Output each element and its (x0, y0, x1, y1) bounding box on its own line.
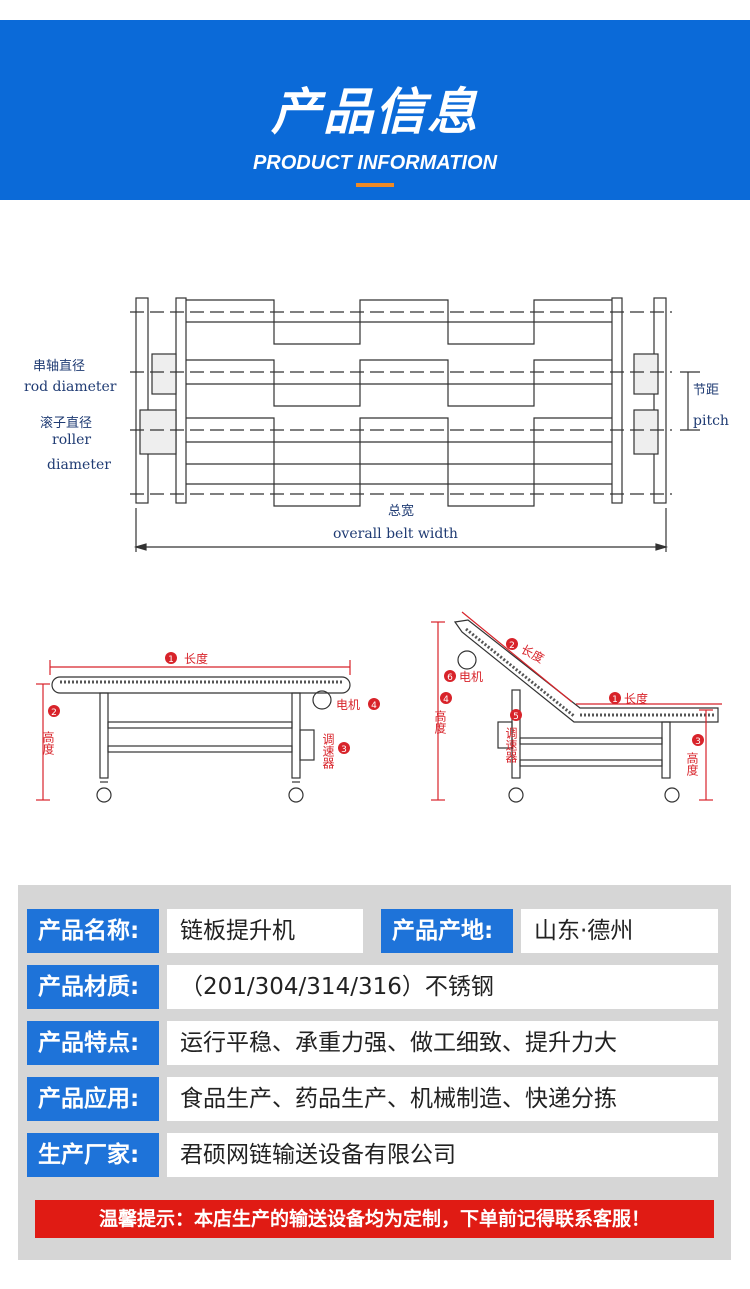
page-title: 产品信息 (271, 83, 479, 141)
product-info-panel: 产品名称: 链板提升机 产品产地: 山东·德州 产品材质: （201/304/3… (18, 885, 731, 1260)
header-banner: 产品信息 PRODUCT INFORMATION (0, 20, 750, 200)
width-en: overall belt width (333, 526, 458, 542)
feature-value: 运行平稳、承重力强、做工细致、提升力大 (167, 1021, 718, 1065)
roller-cn: 滚子直径 (40, 415, 92, 431)
name-label: 产品名称: (27, 909, 159, 953)
width-cn: 总宽 (388, 503, 414, 519)
left-length: 长度 (184, 651, 208, 666)
pitch-cn: 节距 (693, 383, 719, 398)
flat-conveyor-diagram (51, 676, 351, 803)
maker-label: 生产厂家: (27, 1133, 159, 1177)
application-label: 产品应用: (27, 1077, 159, 1121)
info-row-maker: 生产厂家: 君硕网链输送设备有限公司 (27, 1133, 722, 1177)
right-badge-4: 4 (443, 695, 449, 705)
custom-order-notice: 温馨提示：本店生产的输送设备均为定制，下单前记得联系客服！ (35, 1200, 714, 1238)
left-badge-3: 3 (341, 745, 347, 755)
feature-label: 产品特点: (27, 1021, 159, 1065)
right-badge-2: 2 (509, 641, 515, 651)
left-motor: 电机 (336, 698, 360, 712)
chain-plate-diagram (130, 297, 700, 552)
rod-diameter-en: rod diameter (24, 379, 117, 395)
right-badge-3: 3 (695, 737, 701, 747)
right-badge-6: 6 (447, 673, 453, 683)
material-value: （201/304/314/316）不锈钢 (167, 965, 718, 1009)
rod-diameter-cn: 串轴直径 (33, 359, 85, 374)
material-label: 产品材质: (27, 965, 159, 1009)
right-height-3: 高度 (685, 751, 699, 776)
page-subtitle: PRODUCT INFORMATION (252, 152, 498, 174)
accent-bar (356, 183, 394, 187)
right-motor: 电机 (459, 670, 483, 684)
right-speed: 调速器 (504, 727, 518, 764)
name-value: 链板提升机 (167, 909, 363, 953)
roller-en-1: roller (52, 432, 91, 448)
incline-conveyor-diagram (453, 619, 719, 803)
origin-label: 产品产地: (381, 909, 513, 953)
left-badge-4: 4 (371, 701, 377, 711)
right-height-4: 高度 (433, 709, 447, 734)
application-value: 食品生产、药品生产、机械制造、快递分拣 (167, 1077, 718, 1121)
product-drawings: 串轴直径 rod diameter 滚子直径 roller diameter 节… (24, 297, 729, 803)
info-row-application: 产品应用: 食品生产、药品生产、机械制造、快递分拣 (27, 1077, 722, 1121)
left-badge-2: 2 (51, 708, 57, 718)
info-row-name-origin: 产品名称: 链板提升机 产品产地: 山东·德州 (27, 909, 722, 953)
info-row-feature: 产品特点: 运行平稳、承重力强、做工细致、提升力大 (27, 1021, 722, 1065)
maker-value: 君硕网链输送设备有限公司 (167, 1133, 718, 1177)
origin-value: 山东·德州 (521, 909, 718, 953)
pitch-en: pitch (693, 413, 729, 429)
left-height: 高度 (41, 730, 55, 755)
right-badge-1: 1 (612, 695, 618, 705)
right-badge-5: 5 (513, 712, 519, 722)
left-speed: 调速器 (321, 733, 335, 770)
right-length-1: 长度 (624, 691, 648, 706)
roller-en-2: diameter (47, 457, 111, 473)
info-row-material: 产品材质: （201/304/314/316）不锈钢 (27, 965, 722, 1009)
left-badge-1: 1 (168, 655, 174, 665)
